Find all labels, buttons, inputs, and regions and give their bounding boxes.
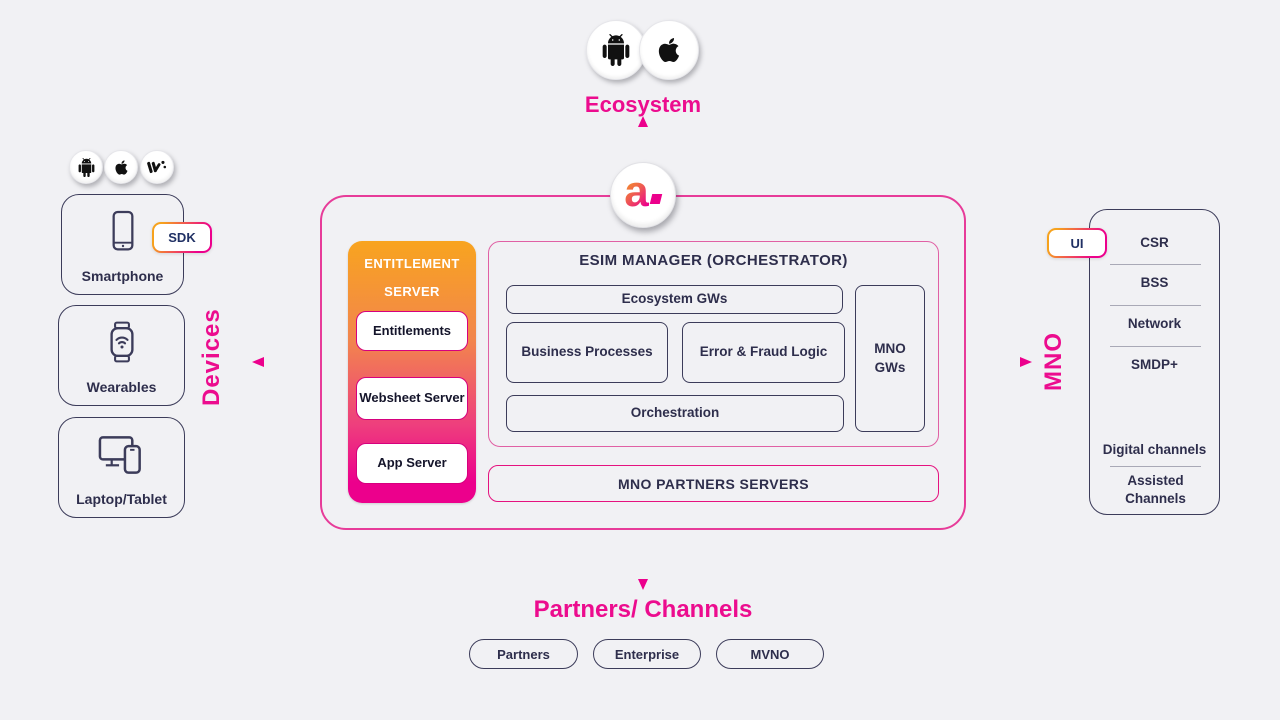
devices-axis-label: Devices xyxy=(198,308,225,406)
mno-axis-label: MNO xyxy=(1040,332,1067,392)
ecosystem-gws-box: Ecosystem GWs xyxy=(506,285,843,314)
wearables-box: Wearables xyxy=(58,305,185,406)
digital-channels-item: Digital channels xyxy=(1102,442,1207,457)
arrow-up-ecosystem xyxy=(638,116,648,162)
smartphone-label: Smartphone xyxy=(81,268,164,284)
smdp-item: SMDP+ xyxy=(1131,357,1178,372)
entitlements-box: Entitlements xyxy=(356,311,468,351)
apple-icon xyxy=(658,38,680,63)
arrow-down-partners xyxy=(638,532,648,590)
mvno-box: MVNO xyxy=(716,639,824,669)
network-item: Network xyxy=(1127,316,1182,331)
csr-item: CSR xyxy=(1140,235,1169,250)
apple-icon xyxy=(114,159,128,175)
assisted-channels-item: Assisted Channels xyxy=(1125,473,1186,507)
wearos-icon xyxy=(147,160,167,174)
ecosystem-apple-chip xyxy=(639,20,699,80)
smartwatch-icon xyxy=(109,321,134,363)
websheet-server-box: Websheet Server xyxy=(356,377,468,420)
esim-manager-box: ESIM MANAGER (ORCHESTRATOR) Ecosystem GW… xyxy=(488,241,939,447)
arrow-left-devices xyxy=(252,357,322,367)
bss-item: BSS xyxy=(1140,275,1169,290)
laptop-tablet-icon xyxy=(98,436,141,474)
mno-systems-box: CSR BSS Network SMDP+ Digital channels A… xyxy=(1089,209,1220,515)
wearables-label: Wearables xyxy=(86,379,157,395)
android-icon xyxy=(602,34,630,66)
divider xyxy=(1110,264,1201,265)
devices-wearos-chip xyxy=(140,150,174,184)
ecosystem-title: Ecosystem xyxy=(584,92,702,117)
mno-gws-box: MNO GWs xyxy=(855,285,925,432)
devices-android-chip xyxy=(69,150,103,184)
partners-box: Partners xyxy=(469,639,578,669)
enterprise-box: Enterprise xyxy=(593,639,701,669)
devices-apple-chip xyxy=(104,150,138,184)
smartphone-icon xyxy=(112,210,133,251)
smartphone-box: Smartphone xyxy=(61,194,184,295)
divider xyxy=(1110,466,1201,467)
ui-badge: UI xyxy=(1047,228,1107,258)
laptop-tablet-box: Laptop/Tablet xyxy=(58,417,185,518)
amdocs-logo: a xyxy=(610,162,676,228)
divider xyxy=(1110,305,1201,306)
laptop-tablet-label: Laptop/Tablet xyxy=(76,491,167,507)
core-platform-container: ENTITLEMENT SERVER Entitlements Websheet… xyxy=(320,195,966,530)
orchestration-box: Orchestration xyxy=(506,395,844,432)
app-server-box: App Server xyxy=(356,443,468,484)
entitlement-server-box: ENTITLEMENT SERVER Entitlements Websheet… xyxy=(348,241,476,503)
partners-channels-title: Partners/ Channels xyxy=(533,596,753,623)
error-fraud-logic-box: Error & Fraud Logic xyxy=(682,322,845,383)
arrow-right-mno xyxy=(966,357,1032,367)
sdk-badge: SDK xyxy=(152,222,212,253)
entitlement-server-title: ENTITLEMENT SERVER xyxy=(364,256,460,299)
ecosystem-android-chip xyxy=(586,20,646,80)
esim-manager-title: ESIM MANAGER (ORCHESTRATOR) xyxy=(579,252,848,269)
android-icon xyxy=(78,157,94,177)
divider xyxy=(1110,346,1201,347)
business-processes-box: Business Processes xyxy=(506,322,668,383)
mno-partners-servers-box: MNO PARTNERS SERVERS xyxy=(488,465,939,502)
amdocs-logo-letter: a xyxy=(624,167,649,216)
amdocs-logo-dot xyxy=(649,194,662,204)
